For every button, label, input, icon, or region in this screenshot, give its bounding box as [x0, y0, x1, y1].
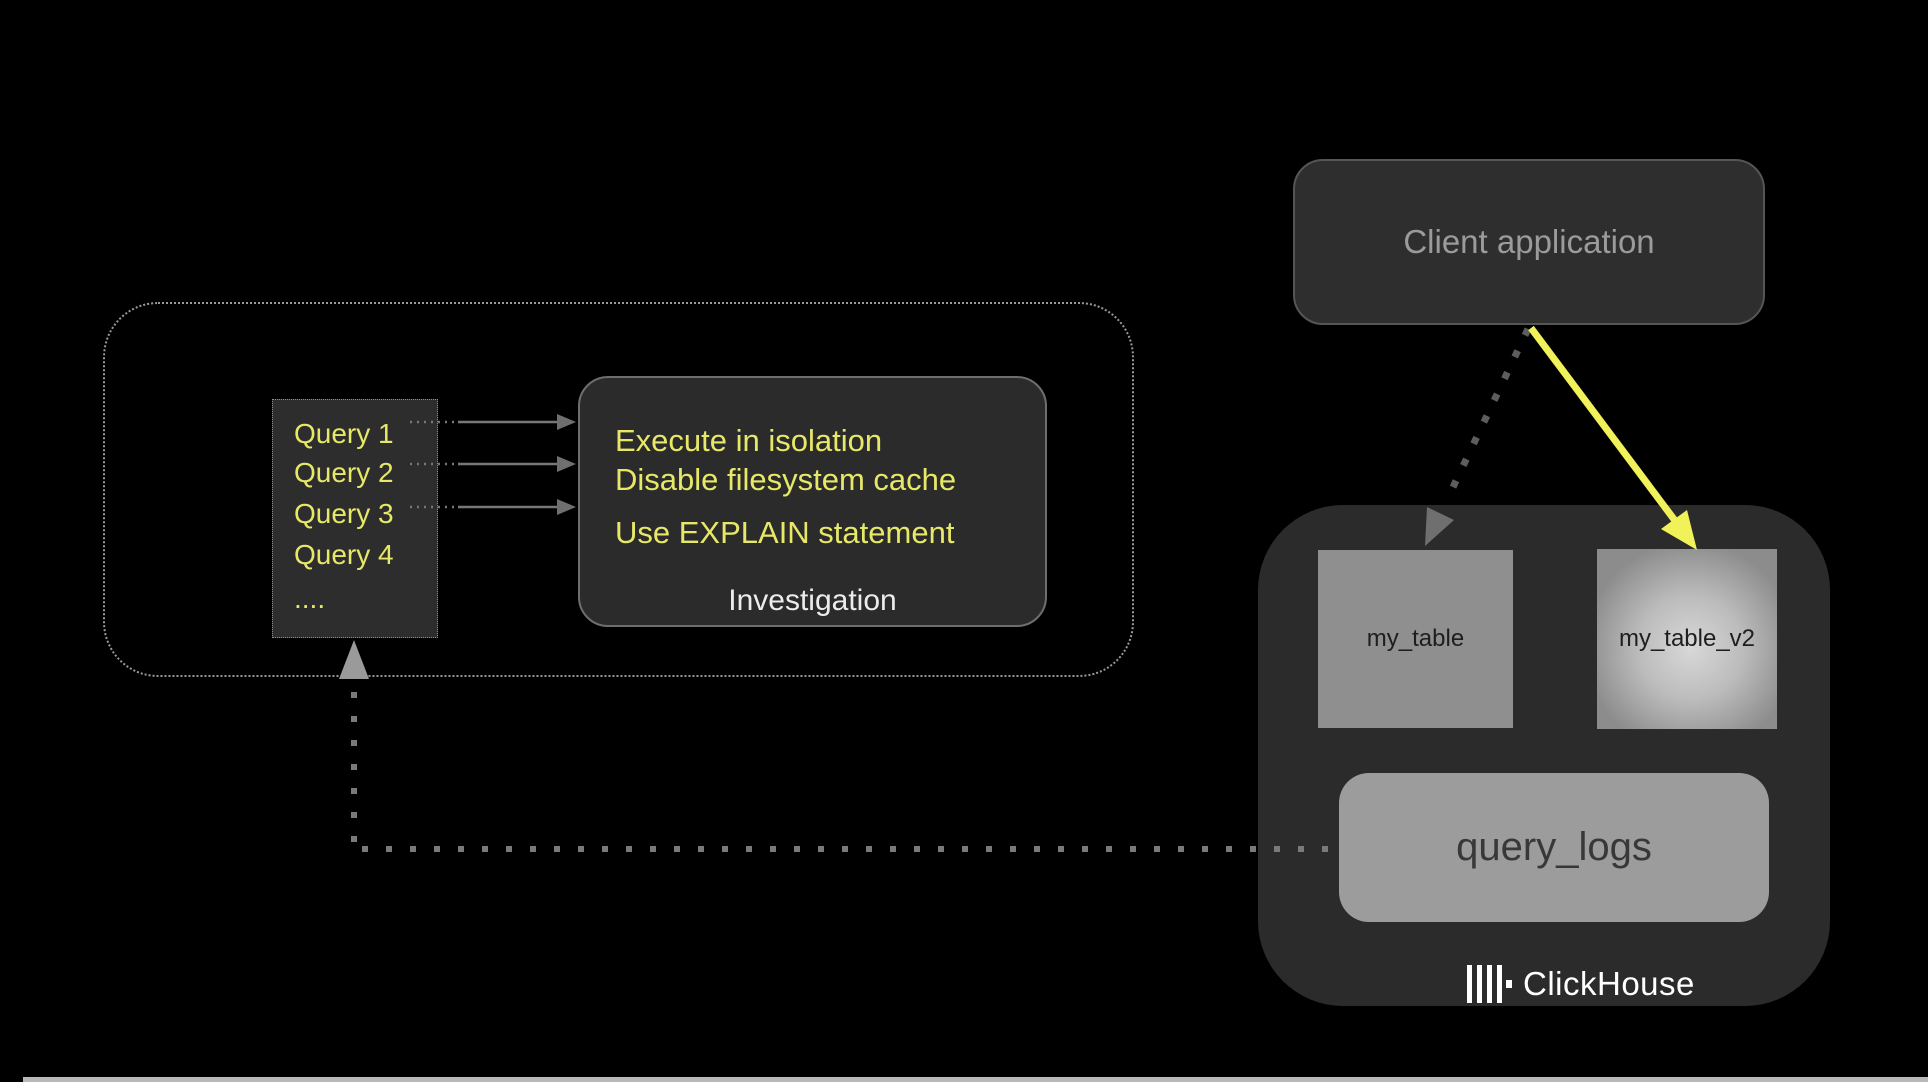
- bottom-edge-strip: [23, 1077, 1928, 1082]
- query-logs-box: query_logs: [1339, 773, 1769, 922]
- query-item: Query 4: [294, 539, 394, 570]
- query-item: Query 2: [294, 457, 394, 488]
- investigation-tip: Disable filesystem cache: [615, 462, 957, 497]
- client-application-box: Client application: [1293, 159, 1765, 325]
- investigation-group-outline: [103, 302, 1134, 677]
- client-application-label: Client application: [1403, 223, 1655, 260]
- query-item: Query 1: [294, 418, 394, 449]
- clickhouse-brand-label: ClickHouse: [1523, 965, 1695, 1002]
- clickhouse-container: my_table my_table_v2 query_logs ClickHou…: [1258, 505, 1830, 1006]
- investigation-tip: Use EXPLAIN statement: [615, 515, 955, 550]
- investigation-caption: Investigation: [728, 584, 897, 617]
- query-item: Query 3: [294, 498, 394, 529]
- query-item-ellipsis: ....: [294, 583, 326, 614]
- investigation-box: Execute in isolation Disable filesystem …: [578, 376, 1047, 627]
- my-table-box: my_table: [1318, 550, 1513, 728]
- query-list-box: Query 1 Query 2 Query 3 Query 4 ....: [272, 399, 438, 638]
- clickhouse-brand: ClickHouse: [1467, 964, 1695, 1004]
- clickhouse-logo-icon: [1467, 965, 1512, 1003]
- investigation-tip: Execute in isolation: [615, 423, 883, 458]
- my-table-v2-box: my_table_v2: [1597, 549, 1777, 729]
